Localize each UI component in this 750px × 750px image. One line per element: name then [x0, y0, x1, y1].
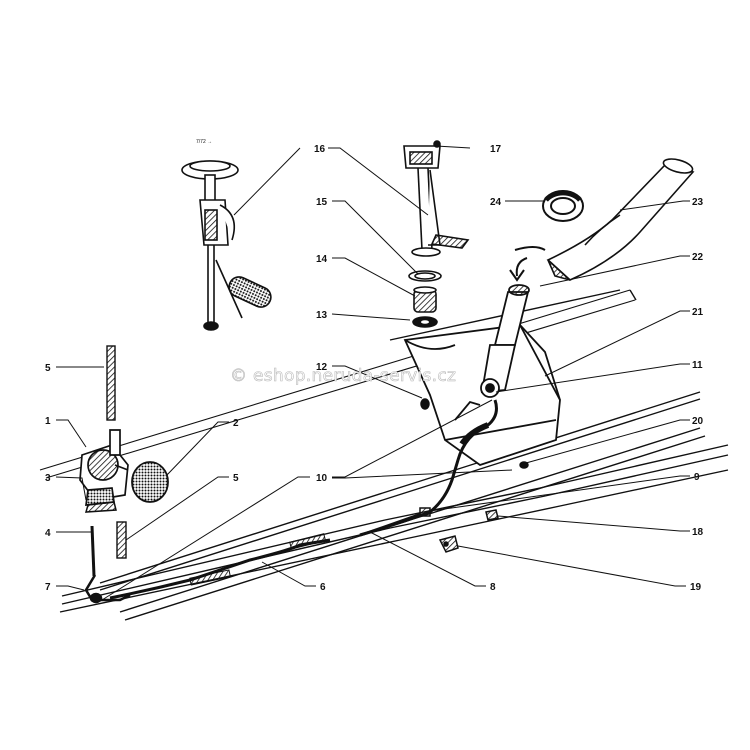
callout-4: 4 — [45, 528, 51, 539]
fuel-tank-21 — [403, 284, 561, 466]
callout-1: 1 — [45, 416, 51, 427]
callout-15: 15 — [316, 197, 328, 208]
clip-22 — [509, 246, 546, 282]
callout-14: 14 — [316, 254, 328, 265]
fuel-pump-1 — [79, 429, 129, 506]
strainer-14 — [413, 286, 437, 313]
callout-5-bottom: 5 — [233, 473, 239, 484]
sleeve-5 — [116, 521, 127, 559]
gasket-disc-2 — [131, 461, 169, 503]
filler-neck-23 — [546, 158, 695, 281]
callout-12: 12 — [316, 362, 328, 373]
leader-lines — [55, 145, 690, 601]
connector-20 — [519, 461, 529, 469]
tank-unit — [403, 140, 470, 257]
fuel-gauge-sender — [181, 160, 272, 331]
callout-labels: 16 17 15 24 23 14 22 13 21 5 12 11 1 2 2… — [45, 144, 704, 593]
callout-11: 11 — [692, 360, 703, 371]
clip-19 — [438, 535, 459, 553]
rod-4 — [90, 525, 96, 577]
washer-13 — [412, 316, 438, 328]
callout-20: 20 — [692, 416, 704, 427]
callout-5-top: 5 — [45, 363, 51, 374]
callout-6: 6 — [320, 582, 326, 593]
callout-24: 24 — [490, 197, 502, 208]
gasket-15 — [408, 270, 442, 282]
callout-22: 22 — [692, 252, 704, 263]
pushrod-5 — [106, 345, 116, 421]
pipe-end-7 — [84, 574, 131, 604]
callout-13: 13 — [316, 310, 328, 321]
watermark: © eshop.neruda-servis.cz — [230, 366, 456, 386]
fuel-line-6 — [109, 513, 421, 600]
callout-8: 8 — [490, 582, 496, 593]
callout-2: 2 — [233, 418, 239, 429]
chassis-rails — [39, 289, 729, 621]
pump-base-3 — [84, 501, 117, 513]
callout-10: 10 — [316, 473, 328, 484]
callout-3: 3 — [45, 473, 51, 484]
callout-7: 7 — [45, 582, 51, 593]
callout-16: 16 — [314, 144, 326, 155]
plug-12 — [420, 398, 430, 410]
grommet-24 — [542, 190, 584, 222]
callout-18: 18 — [692, 527, 704, 538]
callout-23: 23 — [692, 197, 704, 208]
callout-21: 21 — [692, 307, 704, 318]
small-note: 7/72 → — [196, 139, 212, 145]
callout-9: 9 — [694, 472, 700, 483]
connector-10 — [419, 507, 431, 517]
callout-19: 19 — [690, 582, 702, 593]
clip-18 — [485, 509, 499, 521]
callout-17: 17 — [490, 144, 502, 155]
